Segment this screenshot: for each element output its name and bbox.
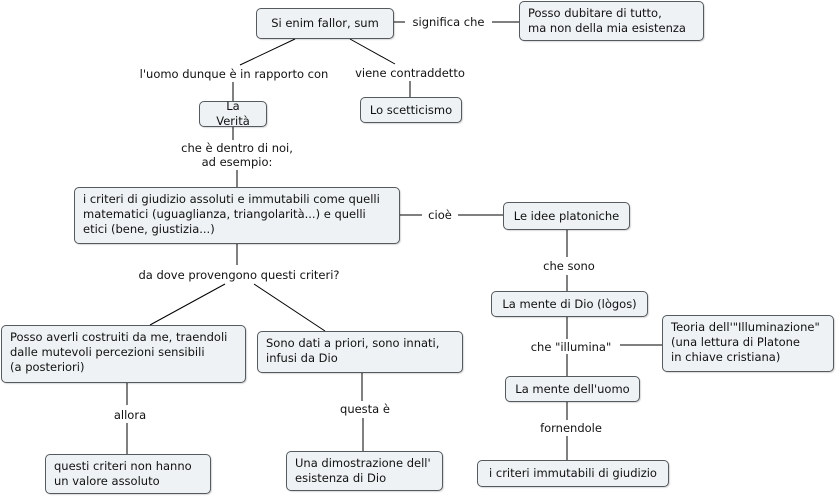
connector-dadove-costruiti [149,283,226,326]
node-teoria-illuminazione[interactable]: Teoria dell'"Illuminazione" (una lettura… [662,315,834,372]
link-label-fornendole: fornendole [533,421,609,435]
link-label-cioe: cioè [422,208,458,222]
node-dati-a-priori[interactable]: Sono dati a priori, sono innati, infusi … [257,331,463,373]
link-label-significa-che: significa che [405,15,492,29]
link-label-viene-contraddetto: viene contraddetto [348,66,472,80]
node-mente-uomo[interactable]: La mente dell'uomo [505,376,640,402]
link-label-questa-e: questa è [332,402,398,416]
link-label-allora: allora [106,408,154,422]
node-la-verita[interactable]: La Verità [199,99,267,128]
node-mente-dio[interactable]: La mente di Dio (lògos) [491,291,648,317]
node-criteri-immutabili[interactable]: i criteri immutabili di giudizio [477,460,669,487]
link-label-dentro-di-noi: che è dentro di noi, ad esempio: [170,141,304,169]
node-idee-platoniche[interactable]: Le idee platoniche [503,202,630,230]
link-label-da-dove: da dove provengono questi criteri? [127,268,351,282]
connector-si-enim-contraddetto [349,38,396,65]
node-si-enim[interactable]: Si enim fallor, sum [256,8,394,39]
node-costruiti-da-me[interactable]: Posso averli costruiti da me, traendoli … [1,325,246,383]
link-label-in-rapporto-con: l'uomo dunque è in rapporto con [131,67,337,81]
link-label-che-illumina: che "illumina" [522,340,620,354]
node-criteri-giudizio[interactable]: i criteri di giudizio assoluti e immutab… [74,187,400,244]
connector-si-enim-rapporto [239,38,296,66]
node-lo-scetticismo[interactable]: Lo scetticismo [360,97,462,123]
node-posso-dubitare[interactable]: Posso dubitare di tutto, ma non della mi… [519,1,704,41]
connector-dadove-apriori [253,283,326,332]
node-non-valore-assoluto[interactable]: questi criteri non hanno un valore assol… [45,454,211,494]
node-dimostrazione[interactable]: Una dimostrazione dell' esistenza di Dio [286,451,443,491]
link-label-che-sono: che sono [534,259,604,273]
